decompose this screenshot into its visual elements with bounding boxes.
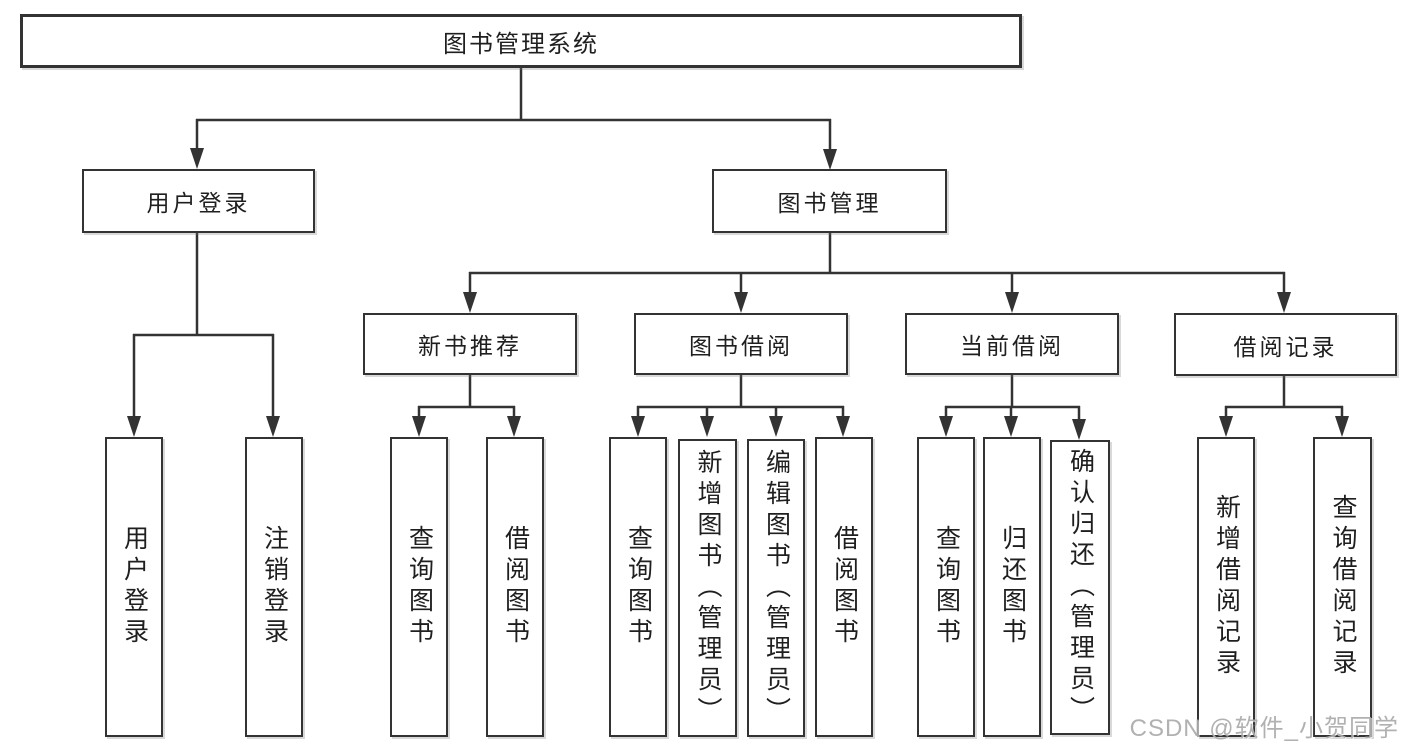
node-borrow-records: 借阅记录	[1174, 313, 1397, 376]
node-book-borrow: 图书借阅	[634, 313, 848, 375]
leaf-query-borrow-record: 查询借阅记录	[1313, 437, 1372, 737]
node-user-login-label: 用户登录	[146, 190, 251, 216]
connector-user-login-group	[127, 233, 280, 437]
node-borrow-records-label: 借阅记录	[1233, 333, 1338, 360]
leaf-query-books-current: 查询图书	[917, 437, 975, 737]
node-current-borrow-label: 当前借阅	[960, 333, 1064, 359]
leaf-query-books-borrow: 查询图书	[609, 437, 667, 737]
leaf-user-login: 用户登录	[105, 437, 163, 737]
node-book-management-label: 图书管理	[777, 190, 882, 216]
node-root-label: 图书管理系统	[443, 30, 599, 58]
leaf-add-borrow-record: 新增借阅记录	[1197, 437, 1255, 737]
connector-borrow-group	[631, 375, 850, 437]
node-user-login: 用户登录	[82, 169, 315, 233]
watermark: CSDN @软件_小贺同学	[1129, 715, 1399, 742]
leaf-logout: 注销登录	[245, 437, 303, 737]
leaf-confirm-return-admin: 确认归还（管理员）	[1050, 440, 1110, 735]
connector-management-to-level3	[463, 232, 1291, 313]
leaf-return-books: 归还图书	[983, 437, 1041, 737]
node-book-management: 图书管理	[712, 169, 947, 233]
node-current-borrow: 当前借阅	[905, 313, 1119, 375]
connector-root-to-level2	[190, 68, 837, 170]
leaf-borrow-books-recommend: 借阅图书	[486, 437, 544, 737]
node-book-borrow-label: 图书借阅	[689, 333, 793, 359]
leaf-add-books-admin: 新增图书（管理员）	[678, 439, 737, 737]
node-new-book-recommend-label: 新书推荐	[418, 333, 522, 359]
connector-recommend-group	[412, 375, 521, 437]
connector-current-group	[939, 375, 1086, 440]
leaf-query-books-recommend: 查询图书	[390, 437, 448, 737]
node-new-book-recommend: 新书推荐	[363, 313, 577, 375]
connector-records-group	[1219, 376, 1349, 437]
leaf-borrow-books: 借阅图书	[815, 437, 873, 737]
node-root-library-system: 图书管理系统	[20, 14, 1022, 68]
leaf-edit-books-admin: 编辑图书（管理员）	[747, 439, 805, 737]
